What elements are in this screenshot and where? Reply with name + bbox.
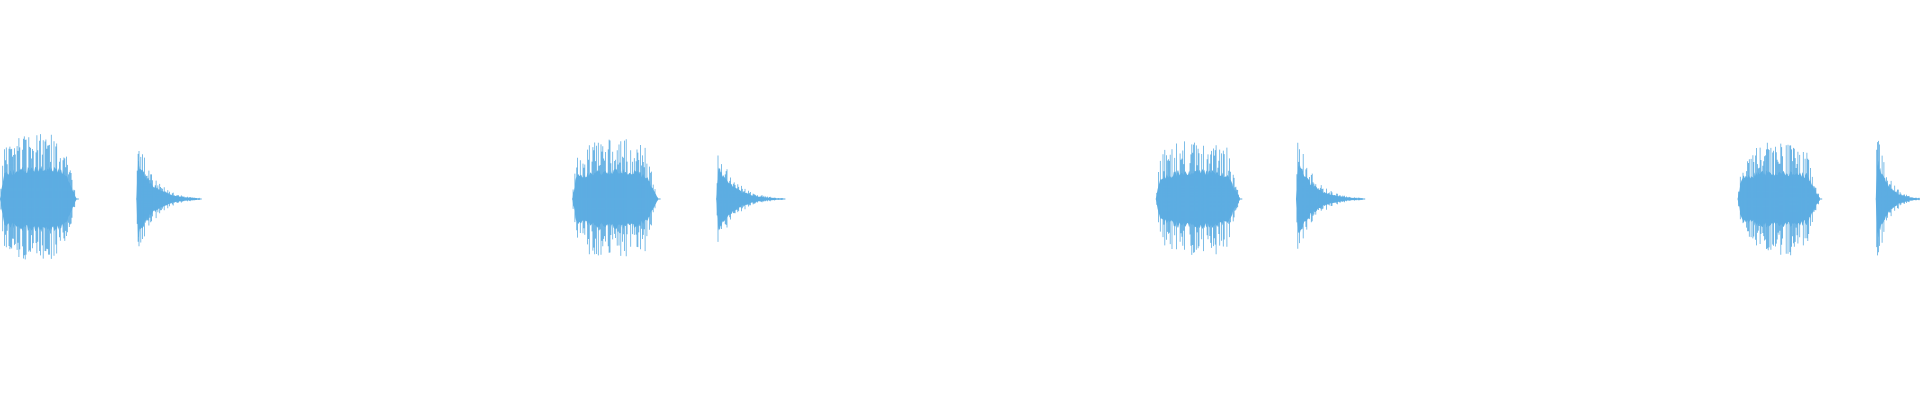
waveform-burst-3 <box>572 139 661 257</box>
waveform-burst-7 <box>1737 142 1823 256</box>
waveform-burst-1 <box>0 134 79 260</box>
waveform-burst-4 <box>716 155 786 242</box>
waveform-burst-2 <box>136 151 202 247</box>
waveform-burst-5 <box>1155 141 1243 255</box>
waveform-burst-6 <box>1296 142 1366 249</box>
waveform-bursts <box>0 134 1920 260</box>
waveform-burst-8 <box>1875 140 1920 256</box>
